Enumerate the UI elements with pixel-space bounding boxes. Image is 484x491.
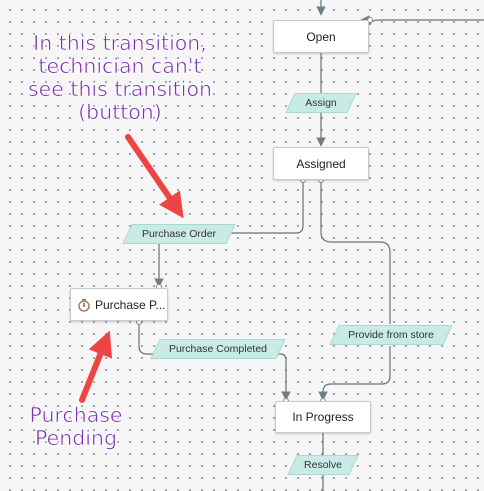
transition-purchase-completed[interactable]: Purchase Completed bbox=[155, 339, 281, 359]
annotation-bottom: Purchase Pending bbox=[29, 403, 123, 450]
state-label: Open bbox=[306, 29, 336, 44]
transition-label: Provide from store bbox=[348, 329, 434, 341]
connector-purchase-completed-to-in-progress bbox=[276, 353, 291, 401]
state-label: Assigned bbox=[296, 156, 346, 171]
state-label: In Progress bbox=[292, 410, 354, 424]
transition-label: Purchase Completed bbox=[168, 343, 268, 355]
state-in-progress[interactable]: In Progress bbox=[275, 401, 371, 433]
timer-icon bbox=[78, 298, 90, 312]
connector-right-into-open bbox=[369, 19, 484, 26]
annotation-arrow-top bbox=[125, 134, 184, 219]
state-purchase-pending[interactable]: Purchase P... bbox=[70, 288, 168, 321]
state-open[interactable]: Open bbox=[273, 20, 369, 53]
transition-provide-from-store[interactable]: Provide from store bbox=[334, 325, 448, 345]
connector-assigned-to-purchase-order bbox=[228, 180, 304, 234]
transition-label: Resolve bbox=[304, 459, 342, 471]
transition-resolve[interactable]: Resolve bbox=[292, 455, 354, 475]
transition-assign[interactable]: Assign bbox=[290, 93, 352, 113]
transition-label: Assign bbox=[305, 97, 337, 109]
annotation-top: In this transition, technician can't see… bbox=[27, 31, 213, 124]
connector-provide-from-store-to-in-progress bbox=[318, 346, 391, 401]
connector-pending-to-purchase-completed bbox=[138, 322, 165, 355]
connector-assigned-to-provide-from-store bbox=[320, 180, 391, 324]
transition-label: Purchase Order bbox=[141, 228, 217, 240]
transition-purchase-order[interactable]: Purchase Order bbox=[127, 224, 231, 244]
state-label: Purchase P... bbox=[95, 297, 166, 312]
annotation-arrow-bottom bbox=[79, 330, 113, 403]
state-assigned[interactable]: Assigned bbox=[273, 147, 369, 180]
